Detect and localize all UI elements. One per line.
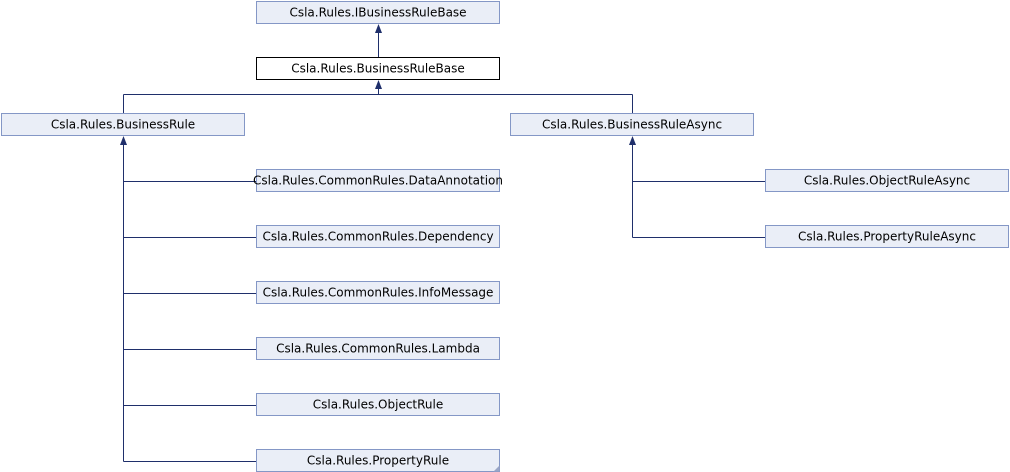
more-subclasses-marker: [493, 465, 500, 472]
class-node-ibusinessrulebase[interactable]: Csla.Rules.IBusinessRuleBase: [256, 1, 500, 24]
class-node-dependency[interactable]: Csla.Rules.CommonRules.Dependency: [256, 225, 500, 248]
class-node-box: [256, 169, 500, 192]
class-node-objectrule[interactable]: Csla.Rules.ObjectRule: [256, 393, 500, 416]
class-node-label: Csla.Rules.CommonRules.DataAnnotation: [253, 174, 503, 188]
edge-group-to-businessrule: [120, 136, 256, 462]
class-node-label: Csla.Rules.ObjectRule: [313, 398, 444, 412]
class-node-box: [765, 169, 1009, 192]
arrowhead-to-ibusinessrulebase: [375, 24, 382, 33]
class-node-label: Csla.Rules.PropertyRule: [307, 454, 449, 468]
class-node-businessrulebase: Csla.Rules.BusinessRuleBase: [256, 57, 500, 80]
arrowhead-to-businessrule: [120, 136, 127, 145]
class-node-label: Csla.Rules.BusinessRule: [51, 118, 195, 132]
class-node-label: Csla.Rules.ObjectRuleAsync: [804, 174, 970, 188]
class-node-label: Csla.Rules.BusinessRuleAsync: [542, 118, 722, 132]
class-node-lambda[interactable]: Csla.Rules.CommonRules.Lambda: [256, 337, 500, 360]
edge-group-to-businessruleasync: [629, 136, 765, 238]
class-node-box: [1, 113, 245, 136]
class-node-label: Csla.Rules.CommonRules.InfoMessage: [263, 286, 494, 300]
class-node-label: Csla.Rules.PropertyRuleAsync: [798, 230, 976, 244]
class-node-label: Csla.Rules.CommonRules.Dependency: [262, 230, 493, 244]
class-node-businessruleasync[interactable]: Csla.Rules.BusinessRuleAsync: [510, 113, 754, 136]
edge-group-to-businessrulebase: [123, 80, 633, 113]
edges-layer: [120, 24, 765, 462]
class-node-box: [510, 113, 754, 136]
class-node-objectruleasync[interactable]: Csla.Rules.ObjectRuleAsync: [765, 169, 1009, 192]
class-node-box: [256, 225, 500, 248]
class-node-infomessage[interactable]: Csla.Rules.CommonRules.InfoMessage: [256, 281, 500, 304]
class-node-box: [256, 1, 500, 24]
class-node-label: Csla.Rules.IBusinessRuleBase: [289, 6, 466, 20]
class-node-label: Csla.Rules.BusinessRuleBase: [291, 62, 465, 76]
class-node-propertyruleasync[interactable]: Csla.Rules.PropertyRuleAsync: [765, 225, 1009, 248]
arrowhead-to-businessrulebase: [375, 80, 382, 89]
class-node-propertyrule[interactable]: Csla.Rules.PropertyRule: [256, 449, 500, 472]
class-node-box: [256, 337, 500, 360]
class-node-box: [256, 393, 500, 416]
class-node-dataannotation[interactable]: Csla.Rules.CommonRules.DataAnnotation: [253, 169, 503, 192]
edge-group-to-ibusinessrulebase: [375, 24, 382, 57]
class-node-label: Csla.Rules.CommonRules.Lambda: [276, 342, 480, 356]
class-node-box: [765, 225, 1009, 248]
class-node-box: [256, 57, 500, 80]
arrowhead-to-businessruleasync: [629, 136, 636, 145]
class-node-businessrule[interactable]: Csla.Rules.BusinessRule: [1, 113, 245, 136]
class-node-box: [256, 281, 500, 304]
